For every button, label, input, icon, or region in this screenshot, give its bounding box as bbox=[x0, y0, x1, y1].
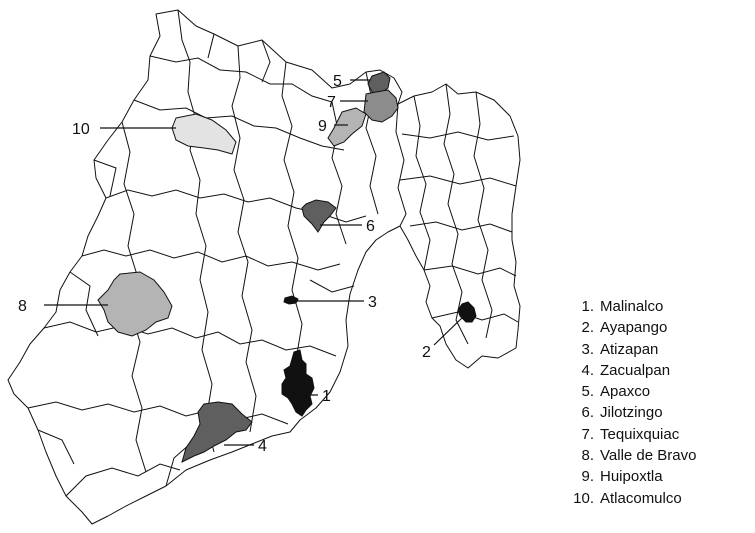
municipality-tequixquiac bbox=[363, 89, 399, 123]
map-label-6: 6 bbox=[366, 218, 375, 235]
map-label-5: 5 bbox=[333, 73, 342, 90]
map-label-3: 3 bbox=[368, 294, 377, 311]
legend-number: 10. bbox=[573, 489, 594, 507]
legend-name: Tequixquiac bbox=[600, 425, 680, 443]
legend-number: 8. bbox=[581, 447, 594, 465]
legend-number: 6. bbox=[581, 404, 594, 422]
legend: 1. Malinalco 2. Ayapango 3. Atizapan 4. Zacu… bbox=[568, 296, 696, 509]
legend-number: 4. bbox=[581, 361, 594, 379]
legend-name: Zacualpan bbox=[600, 361, 671, 379]
legend-name: Apaxco bbox=[600, 383, 651, 401]
legend-item: 5. Apaxco bbox=[568, 381, 696, 402]
map-label-1: 1 bbox=[322, 388, 331, 405]
legend-name: Valle de Bravo bbox=[600, 447, 697, 465]
legend-item: 4. Zacualpan bbox=[568, 360, 696, 381]
legend-name: Huipoxtla bbox=[600, 468, 663, 486]
legend-number: 9. bbox=[581, 468, 594, 486]
state-outline bbox=[7, 9, 521, 525]
legend-number: 3. bbox=[581, 340, 594, 358]
map-label-9: 9 bbox=[318, 118, 327, 135]
legend-item: 1. Malinalco bbox=[568, 296, 696, 317]
legend-item: 6. Jilotzingo bbox=[568, 402, 696, 423]
legend-name: Atlacomulco bbox=[600, 489, 682, 507]
legend-item: 7. Tequixquiac bbox=[568, 424, 696, 445]
legend-number: 5. bbox=[581, 383, 594, 401]
map-label-10: 10 bbox=[72, 121, 90, 138]
legend-number: 2. bbox=[581, 319, 594, 337]
map-label-4: 4 bbox=[258, 438, 267, 455]
legend-item: 3. Atizapan bbox=[568, 339, 696, 360]
map-labels: 1 2 3 4 5 6 7 8 9 10 bbox=[18, 73, 431, 455]
municipality-jilotzingo bbox=[301, 199, 337, 233]
municipality-valle-de-bravo bbox=[97, 271, 173, 337]
legend-number: 7. bbox=[581, 425, 594, 443]
leader-lines bbox=[44, 79, 465, 446]
legend-number: 1. bbox=[581, 298, 594, 315]
municipality-zacualpan bbox=[181, 401, 253, 463]
legend-item: 10. Atlacomulco bbox=[568, 488, 696, 509]
map-label-7: 7 bbox=[327, 94, 336, 111]
legend-item: 9. Huipoxtla bbox=[568, 466, 696, 487]
map-label-2: 2 bbox=[422, 344, 431, 361]
municipality-atlacomulco bbox=[171, 113, 237, 155]
legend-name: Jilotzingo bbox=[600, 404, 663, 422]
legend-item: 2. Ayapango bbox=[568, 317, 696, 338]
municipality-atizapan bbox=[283, 295, 299, 305]
map-label-8: 8 bbox=[18, 298, 27, 315]
legend-item: 8. Valle de Bravo bbox=[568, 445, 696, 466]
municipality-huipoxtla bbox=[327, 107, 367, 147]
legend-name: Atizapan bbox=[600, 340, 659, 358]
municipality-malinalco bbox=[281, 349, 315, 417]
legend-name: Ayapango bbox=[600, 319, 668, 337]
legend-name: Malinalco bbox=[600, 298, 664, 315]
